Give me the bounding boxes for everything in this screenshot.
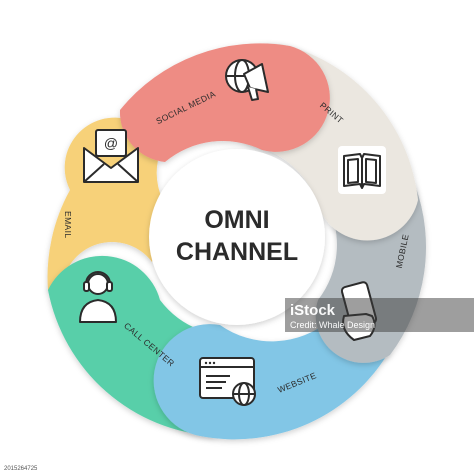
center-title-line2: CHANNEL <box>176 238 298 266</box>
megaphone-globe-icon <box>225 59 269 101</box>
center-disc: OMNI CHANNEL <box>149 149 325 325</box>
stock-id: 2015264725 <box>4 466 38 472</box>
segment-social-media-shape <box>119 43 330 163</box>
segment-social-media <box>119 43 330 163</box>
center-title-line1: OMNI <box>204 206 269 234</box>
envelope-at-icon: @ <box>83 129 139 183</box>
istock-watermark: iStock Credit: Whale Design <box>285 298 474 332</box>
watermark-credit: Credit: Whale Design <box>290 320 375 330</box>
watermark-brand: iStock <box>290 302 336 319</box>
label-email: EMAIL <box>63 211 73 239</box>
svg-text:@: @ <box>104 135 118 151</box>
hand-phone-icon <box>340 281 378 341</box>
segment-email-shape <box>47 117 170 291</box>
open-book-icon <box>338 146 386 194</box>
headset-person-icon <box>79 271 117 323</box>
browser-globe-icon <box>199 357 256 406</box>
segment-email <box>47 117 170 291</box>
